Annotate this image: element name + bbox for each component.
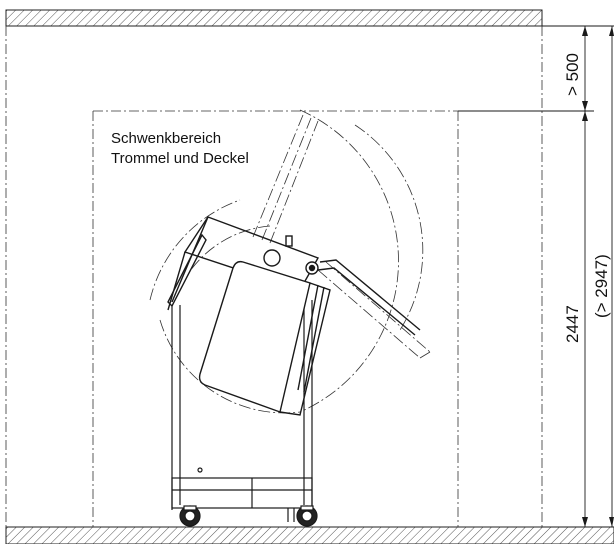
dimension-total-label: (> 2947) — [592, 254, 611, 318]
swing-zone-outline — [92, 110, 459, 527]
machine-frame — [171, 300, 313, 510]
dimension-lines — [458, 25, 614, 528]
room-outline — [5, 26, 543, 527]
floor-hatch — [5, 526, 614, 544]
machine-wheels — [179, 505, 318, 527]
swing-area-label-line2: Trommel und Deckel — [111, 150, 249, 167]
drum-body — [167, 216, 421, 416]
lid-open-position — [252, 114, 431, 359]
dimension-height-label: 2447 — [563, 305, 582, 343]
dimension-top-label: > 500 — [563, 53, 582, 96]
ceiling-hatch — [5, 9, 543, 27]
swing-area-label-line1: Schwenkbereich — [111, 130, 221, 147]
dimension-arrows — [582, 26, 614, 527]
